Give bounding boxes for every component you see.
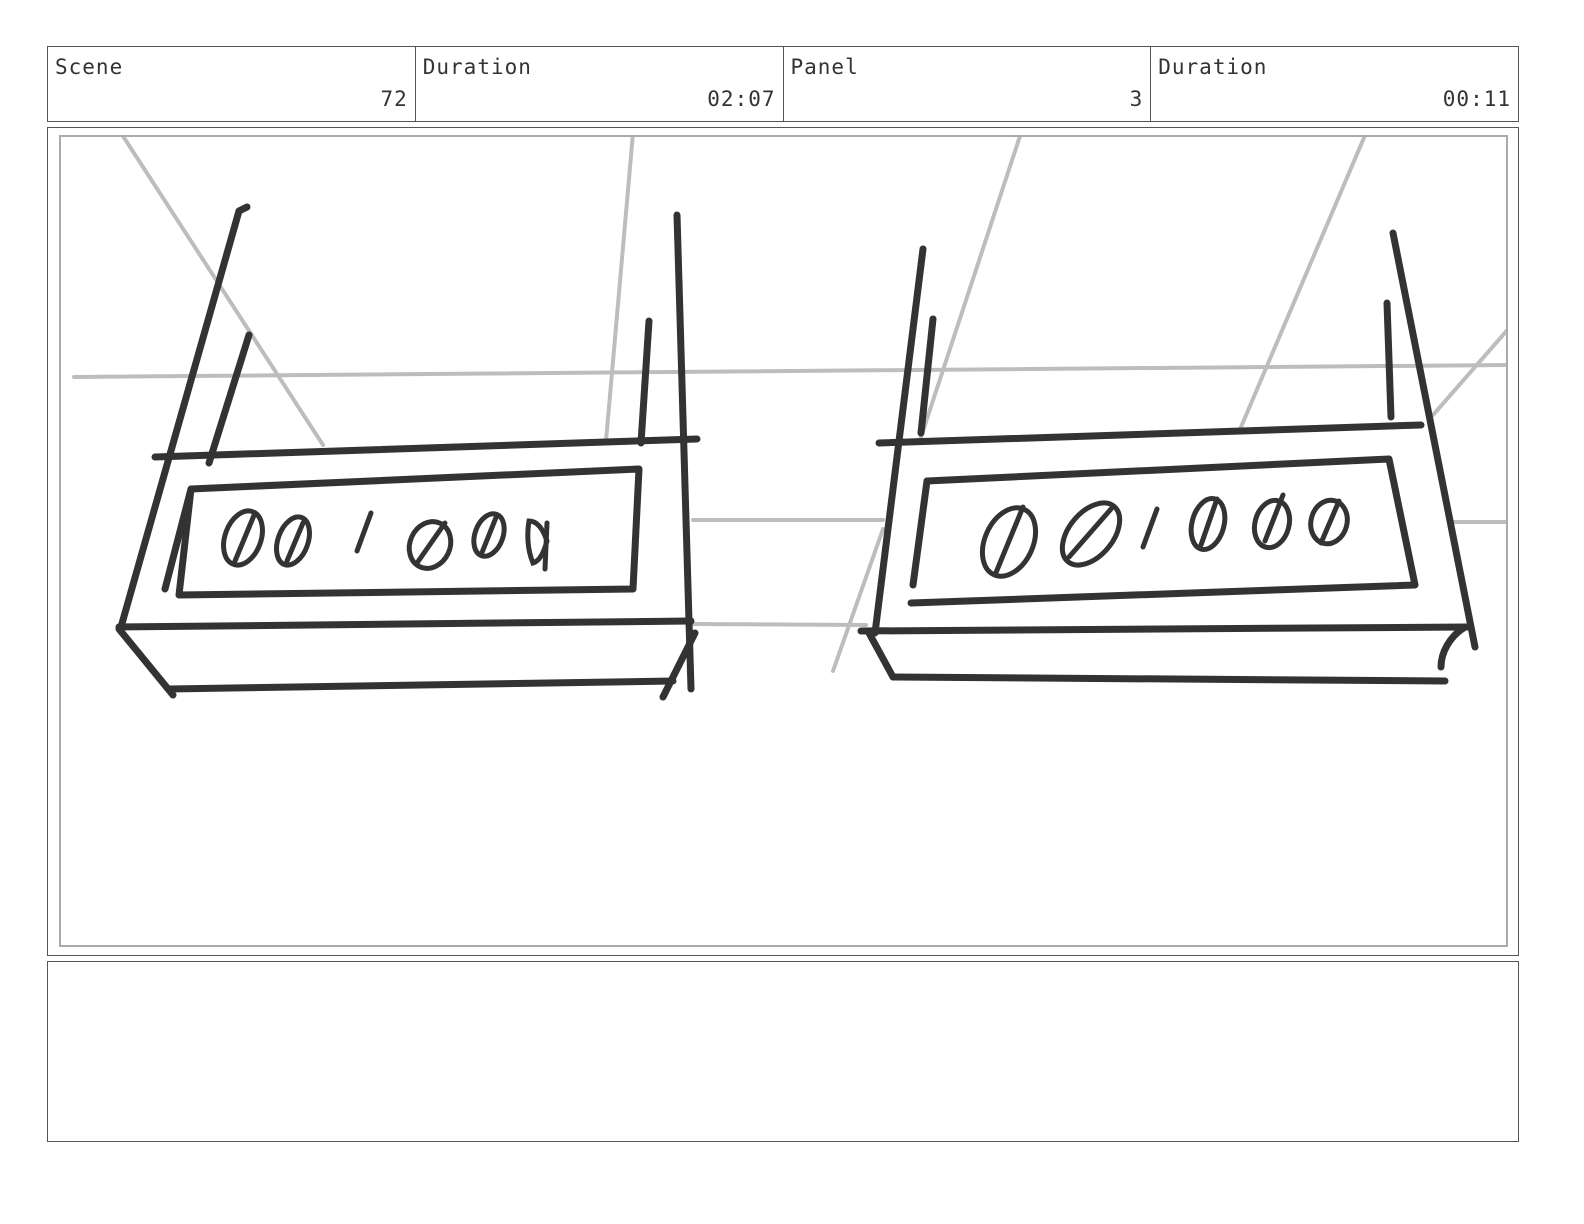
scene-cell: Scene 72 xyxy=(48,47,416,121)
right-scoreboard-sketch xyxy=(857,229,1479,685)
scene-duration-label: Duration xyxy=(422,55,532,79)
panel-number[interactable]: 3 xyxy=(1129,87,1144,111)
panel-duration-cell: Duration 00:11 xyxy=(1151,47,1518,121)
storyboard-notes-box[interactable] xyxy=(47,961,1519,1142)
left-scoreboard-digits xyxy=(221,508,550,572)
panel-label: Panel xyxy=(790,55,859,79)
storyboard-sketch xyxy=(72,137,1506,701)
storyboard-header: Scene 72 Duration 02:07 Panel 3 Duration… xyxy=(47,46,1519,122)
scene-duration-cell: Duration 02:07 xyxy=(416,47,784,121)
left-scoreboard-sketch xyxy=(115,203,701,701)
right-scoreboard-digits xyxy=(979,492,1350,579)
storyboard-sketch-area[interactable] xyxy=(59,135,1508,947)
panel-duration-label: Duration xyxy=(1158,55,1268,79)
storyboard-panel-frame xyxy=(47,127,1519,956)
construction-lines xyxy=(72,137,1506,673)
scene-duration-value[interactable]: 02:07 xyxy=(707,87,776,111)
scene-number[interactable]: 72 xyxy=(380,87,408,111)
panel-cell: Panel 3 xyxy=(784,47,1152,121)
panel-duration-value[interactable]: 00:11 xyxy=(1442,87,1511,111)
scene-label: Scene xyxy=(55,55,124,79)
